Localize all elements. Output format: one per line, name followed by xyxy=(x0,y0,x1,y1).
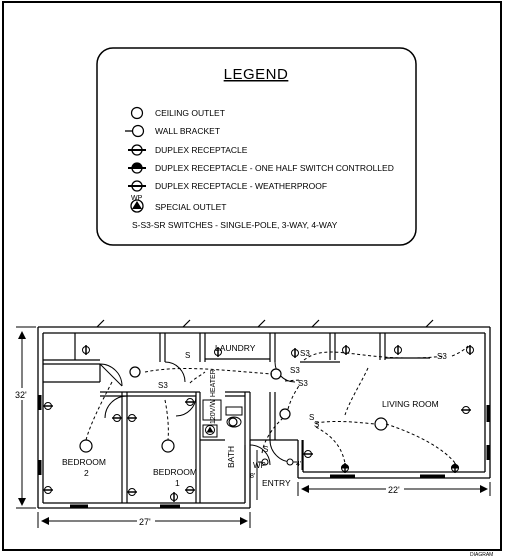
room-label-entry: ENTRY xyxy=(262,478,291,488)
switch-label: S3 xyxy=(437,352,447,361)
ceiling-outlets xyxy=(79,366,388,453)
legend-item-label: WALL BRACKET xyxy=(155,126,220,136)
ceiling-outlet-icon xyxy=(129,366,141,378)
half-switch-receptacles xyxy=(340,463,460,473)
ceiling-outlet-icon xyxy=(228,417,238,427)
dimension-height: 32' xyxy=(15,390,27,400)
switch-label: S xyxy=(309,413,314,422)
wall-bracket-icon xyxy=(286,458,297,466)
legend-item-label: DUPLEX RECEPTACLE - WEATHERPROOF xyxy=(155,181,327,191)
heater-label: 120V/W HEATER xyxy=(210,369,217,424)
duplex-receptacle-icon xyxy=(127,414,137,422)
door-swings xyxy=(99,361,296,466)
duplex-receptacle-icon xyxy=(466,345,474,355)
dimension-entry-small: 4' xyxy=(296,461,301,468)
duplex-half-switch-icon xyxy=(128,162,146,174)
duplex-receptacles xyxy=(43,345,474,502)
room-label-bedroom-1-number: 1 xyxy=(175,478,180,488)
switch-label: S xyxy=(185,351,190,360)
wall-bracket-icon xyxy=(125,124,145,138)
legend-title: LEGEND xyxy=(224,66,289,83)
room-label-bedroom-2: BEDROOM xyxy=(62,457,106,467)
outer-frame xyxy=(2,1,502,551)
duplex-receptacle-icon xyxy=(303,450,313,458)
duplex-receptacle-icon xyxy=(128,144,146,156)
special-outlet-icon xyxy=(130,199,144,213)
duplex-half-switch-icon xyxy=(340,463,350,473)
room-label-laundry: LAUNDRY xyxy=(215,343,256,353)
duplex-receptacle-icon xyxy=(82,345,90,355)
ceiling-outlet-icon xyxy=(270,368,282,380)
legend-item-label: CEILING OUTLET xyxy=(155,108,225,118)
duplex-receptacle-icon xyxy=(185,486,195,494)
dimension-width-total: 27' xyxy=(139,517,151,527)
ceiling-outlet-icon xyxy=(161,439,175,453)
dimension-lines xyxy=(16,326,491,528)
duplex-weatherproof-icon xyxy=(128,180,146,192)
room-label-bedroom-1: BEDROOM xyxy=(153,467,197,477)
dimension-entry-depth: 8' xyxy=(250,473,255,480)
wp-sublabel: WP xyxy=(131,195,143,202)
duplex-receptacle-icon xyxy=(214,347,222,357)
room-label-living-room: LIVING ROOM xyxy=(382,399,439,409)
legend-item-label: DUPLEX RECEPTACLE xyxy=(155,145,248,155)
dim-label-bg xyxy=(137,515,155,527)
duplex-receptacle-icon xyxy=(43,486,53,494)
duplex-receptacle-icon xyxy=(291,348,299,358)
room-label-bedroom-2-number: 2 xyxy=(84,468,89,478)
dimension-width-living: 22' xyxy=(388,485,400,495)
exterior-walls xyxy=(37,326,491,509)
room-label-bath: BATH xyxy=(226,446,236,468)
duplex-half-switch-icon xyxy=(450,463,460,473)
figure-caption: DIAGRAM xyxy=(470,552,493,558)
duplex-receptacle-icon xyxy=(127,488,137,496)
wp-label: WP xyxy=(253,461,266,470)
dim-label-bg xyxy=(386,483,404,495)
interior-walls xyxy=(43,333,430,503)
ceiling-outlet-icon xyxy=(279,408,291,420)
wall-bracket-icon xyxy=(258,458,269,466)
legend-item-label: DUPLEX RECEPTACLE - ONE HALF SWITCH CONT… xyxy=(155,163,394,173)
switches-note: S-S3-SR SWITCHES - SINGLE-POLE, 3-WAY, 4… xyxy=(132,220,338,230)
duplex-receptacle-icon xyxy=(185,398,195,406)
floor-plan xyxy=(37,319,491,509)
dim-label-bg xyxy=(14,388,30,400)
switch-wiring xyxy=(85,345,469,464)
switch-label: S3 xyxy=(158,381,168,390)
duplex-receptacle-icon xyxy=(461,406,471,414)
ceiling-outlet-icon xyxy=(79,439,93,453)
legend-item-label: SPECIAL OUTLET xyxy=(155,202,226,212)
special-outlet-icon xyxy=(205,425,215,435)
duplex-receptacle-icon xyxy=(43,402,53,410)
switch-label: S xyxy=(314,420,319,429)
switch-label: S3 xyxy=(300,349,310,358)
window-markers xyxy=(38,395,490,508)
top-windows xyxy=(96,319,434,328)
wall-brackets xyxy=(258,458,297,466)
switch-label: S3 xyxy=(298,379,308,388)
duplex-receptacle-icon xyxy=(394,345,402,355)
ceiling-outlet-icon xyxy=(130,106,144,120)
legend-box: LEGEND CEILING OUTLET WALL BRACKET DUPLE… xyxy=(96,47,417,246)
duplex-receptacle-icon xyxy=(112,414,122,422)
ceiling-outlet-icon xyxy=(374,417,388,431)
duplex-receptacle-icon xyxy=(170,492,178,502)
switch-label: S3 xyxy=(290,366,300,375)
switch-label: S xyxy=(263,445,268,454)
